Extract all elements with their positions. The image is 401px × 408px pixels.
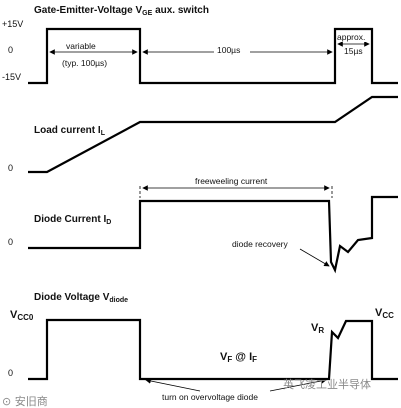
approx-sub-label: 15µs bbox=[344, 46, 363, 56]
turn-on-label: turn on overvoltage diode bbox=[162, 392, 258, 402]
watermark-right: 英飞凌工业半导体 bbox=[283, 377, 371, 391]
gate-voltage-panel: Gate-Emitter-Voltage VGE aux. switch +15… bbox=[2, 5, 398, 85]
load-current-waveform bbox=[28, 95, 398, 174]
diode-current-panel-title: Diode Current ID bbox=[34, 214, 111, 226]
vcc-label: VCC bbox=[375, 307, 394, 320]
vr-label: VR bbox=[311, 322, 324, 335]
load-current-panel: Load current IL 0 bbox=[8, 95, 398, 174]
diode-current-panel: Diode Current ID 0 freeweeling current d… bbox=[8, 176, 398, 274]
variable-sub-label: (typ. 100µs) bbox=[62, 58, 107, 68]
gate-voltage-waveform bbox=[28, 27, 398, 85]
diode-voltage-y-zero-label: 0 bbox=[8, 368, 13, 378]
vf-at-if-label: VF @ IF bbox=[220, 351, 257, 364]
gate-y-high-label: +15V bbox=[2, 19, 23, 29]
gate-y-zero-label: 0 bbox=[8, 45, 13, 55]
diode-current-waveform bbox=[28, 195, 398, 274]
gap-duration-label: 100µs bbox=[217, 45, 240, 55]
variable-label: variable bbox=[66, 41, 96, 51]
diode-recovery-label: diode recovery bbox=[232, 239, 289, 249]
load-panel-title: Load current IL bbox=[34, 125, 106, 137]
load-y-zero-label: 0 bbox=[8, 163, 13, 173]
diode-voltage-waveform bbox=[28, 318, 398, 381]
diode-voltage-panel-title: Diode Voltage Vdiode bbox=[34, 292, 128, 304]
gate-panel-title: Gate-Emitter-Voltage VGE aux. switch bbox=[34, 5, 209, 17]
diode-recovery-arrow bbox=[299, 248, 330, 267]
vcc0-label: VCC0 bbox=[10, 309, 34, 322]
diode-current-y-zero-label: 0 bbox=[8, 237, 13, 247]
freewheeling-label: freeweeling current bbox=[195, 176, 268, 186]
turn-on-arrow-right bbox=[269, 378, 327, 392]
diode-voltage-panel: Diode Voltage Vdiode 0 VCC0 VR VCC VF @ … bbox=[8, 292, 398, 402]
approx-label: approx. bbox=[337, 32, 365, 42]
turn-on-arrow-left bbox=[145, 378, 201, 392]
watermark-left: ⊙ 安旧商 bbox=[2, 394, 48, 408]
gate-y-low-label: -15V bbox=[2, 72, 21, 82]
